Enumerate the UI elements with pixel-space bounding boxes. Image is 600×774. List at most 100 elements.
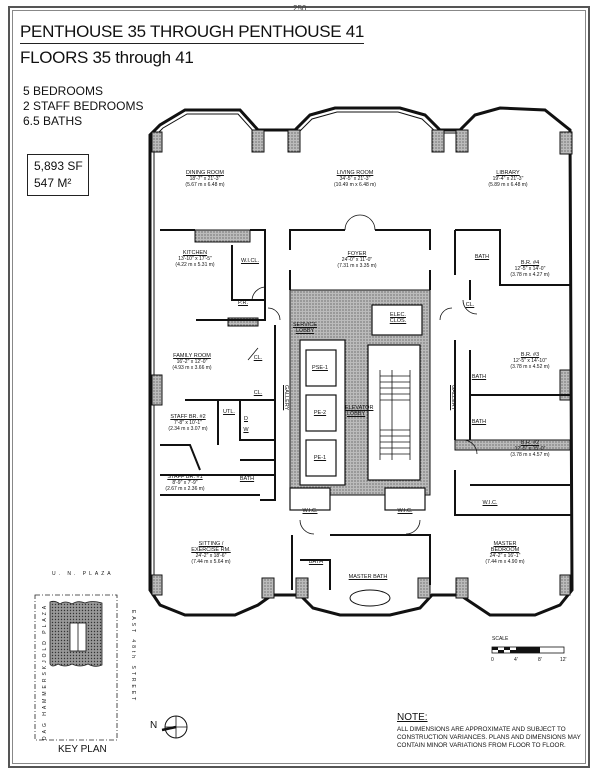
- label-closet-family-1: CL.: [253, 355, 263, 361]
- label-utility: UTL.: [223, 409, 235, 415]
- room-metric: (3.78 m x 4.52 m): [510, 364, 550, 370]
- label-elevator-pe1: PE-1: [313, 455, 327, 461]
- room-dims: 7'-8" x 10'-1": [174, 420, 202, 426]
- room-name: LIVING ROOM: [336, 170, 374, 176]
- north-arrow-icon: [161, 715, 188, 739]
- label-dryer: D: [244, 416, 248, 422]
- room-sitting-exercise: SITTING / EXERCISE RM.24'-2" x 18'-6"(7.…: [186, 541, 236, 565]
- area-box: 5,893 SF 547 M²: [27, 154, 89, 196]
- note-text: ALL DIMENSIONS ARE APPROXIMATE AND SUBJE…: [397, 726, 581, 749]
- label-elevator-pe2: PE-2: [313, 410, 327, 416]
- baths-count: 6.5 BATHS: [23, 114, 83, 128]
- scale-tick: 0: [491, 657, 494, 663]
- room-dims: 34'-5" x 21'-3": [339, 176, 371, 182]
- label-walk-in-closet-kitchen: W.I.CL.: [240, 258, 260, 264]
- bedrooms-count: 5 BEDROOMS: [23, 84, 104, 98]
- room-metric: (3.78 m x 4.27 m): [510, 272, 550, 278]
- room-name: B.R. #4: [520, 260, 540, 266]
- room-metric: (4.93 m x 3.66 m): [172, 365, 212, 371]
- room-dims: 12'-5" x 14'-0": [514, 266, 546, 272]
- room-name: B.R. #3: [520, 352, 540, 358]
- room-dims: 24'-0" x 11'-0": [341, 257, 373, 263]
- room-metric: (4.22 m x 5.31 m): [175, 262, 215, 268]
- label-bath-staff: BATH: [239, 476, 255, 482]
- exterior-wall: [148, 106, 574, 617]
- room-metric: (2.67 m x 2.36 m): [165, 486, 205, 492]
- label-bath-br4: BATH: [474, 254, 490, 260]
- room-metric: (7.44 m x 4.90 m): [485, 559, 525, 565]
- label-bath-sitting: BATH: [308, 559, 324, 565]
- label-washer: W: [243, 427, 249, 433]
- note-heading: NOTE:: [397, 712, 428, 723]
- page-subtitle: FLOORS 35 through 41: [20, 48, 194, 67]
- room-name: SITTING / EXERCISE RM.: [191, 541, 231, 553]
- room-name: FOYER: [347, 251, 367, 257]
- room-name: KITCHEN: [182, 250, 208, 256]
- room-dims: 24'-2" x 18'-6": [195, 553, 227, 559]
- room-dims: 16'-2" x 12'-0": [176, 359, 208, 365]
- room-name: STAFF BR. #1: [167, 474, 203, 480]
- label-closet-right: CL.: [465, 302, 475, 308]
- room-dims: 24'-2" x 16'-1": [489, 553, 521, 559]
- room-metric: (5.67 m x 6.48 m): [185, 182, 225, 188]
- room-name: B.R. #2: [520, 440, 540, 446]
- label-bath-br3: BATH: [471, 374, 487, 380]
- label-elevator-pse1: PSE-1: [312, 365, 328, 371]
- inner-border: [12, 10, 586, 764]
- key-plan-lot: [34, 594, 118, 741]
- page-number: 250: [293, 4, 307, 13]
- room-dims: 12'-5" x 15'-0": [514, 446, 546, 452]
- label-wic-left: W.I.C.: [302, 508, 318, 514]
- area-sf: 5,893 SF: [34, 159, 83, 173]
- room-name: FAMILY ROOM: [173, 353, 211, 359]
- key-plan-label: KEY PLAN: [58, 744, 107, 755]
- scale-tick: 12': [560, 657, 567, 663]
- room-name: STAFF BR. #2: [170, 414, 206, 420]
- room-name: LIBRARY: [496, 170, 520, 176]
- label-master-bath: MASTER BATH: [348, 574, 388, 580]
- scale-label: SCALE: [492, 636, 509, 642]
- room-dims: 18'-7" x 21'-3": [189, 176, 221, 182]
- room-dims: 12'-5" x 14'-10": [513, 358, 547, 364]
- label-service-lobby: SERVICE LOBBY: [292, 322, 318, 334]
- label-gallery-right: GALLERY: [450, 385, 456, 411]
- label-wic-center: W.I.C.: [397, 508, 413, 514]
- label-powder-room: P.R.: [238, 300, 248, 306]
- label-elevator-lobby: ELEVATOR LOBBY: [345, 405, 374, 417]
- label-closet-family-2: CL.: [253, 390, 263, 396]
- room-metric: (3.78 m x 4.57 m): [510, 452, 550, 458]
- staff-bedrooms-count: 2 STAFF BEDROOMS: [23, 99, 144, 113]
- room-metric: (5.89 m x 6.48 m): [488, 182, 528, 188]
- north-label: N: [150, 720, 158, 731]
- street-un-plaza: U. N. PLAZA: [52, 571, 114, 577]
- area-m2: 547 M²: [34, 176, 72, 190]
- label-wic-master: W.I.C.: [482, 500, 498, 506]
- room-dims: 19'-4" x 21'-3": [492, 176, 524, 182]
- room-dims: 13'-10" x 17'-5": [178, 256, 212, 262]
- page-title: PENTHOUSE 35 THROUGH PENTHOUSE 41: [20, 22, 364, 44]
- street-east-48th: EAST 48th STREET: [130, 610, 136, 704]
- room-name: MASTER BEDROOM: [490, 541, 520, 553]
- unit-stats: 5 BEDROOMS 2 STAFF BEDROOMS 6.5 BATHS: [23, 84, 143, 129]
- scale-tick: 8': [538, 657, 542, 663]
- scale-tick: 4': [514, 657, 518, 663]
- room-metric: (7.44 m x 5.64 m): [191, 559, 231, 565]
- room-dims: 8'-9" x 7'-9": [172, 480, 198, 486]
- page-border: 250: [8, 4, 590, 768]
- label-gallery-left: GALLERY: [283, 385, 289, 411]
- label-elec-closet: ELEC. CLOS.: [389, 312, 407, 324]
- street-dag-hammarskjold-plaza: DAG HAMMERSKJOLD PLAZA: [42, 602, 48, 740]
